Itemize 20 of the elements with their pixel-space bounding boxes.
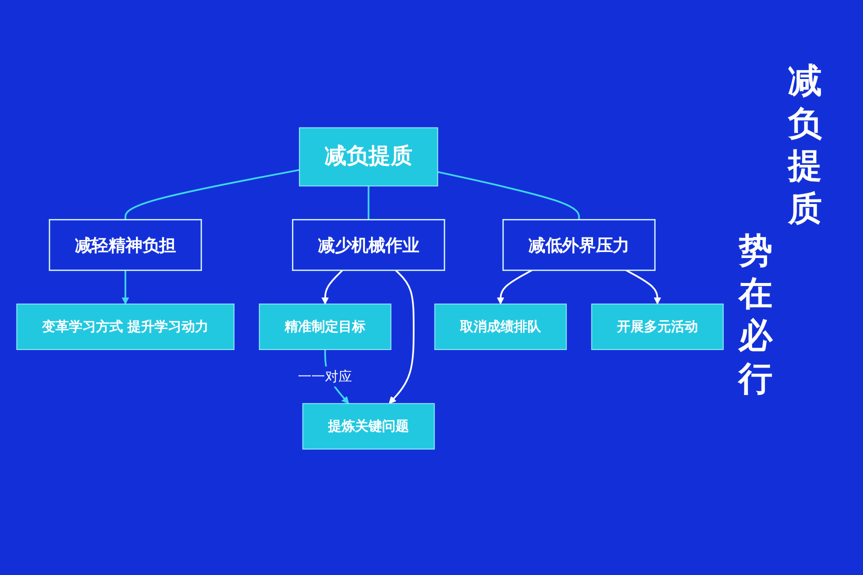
arrow bbox=[321, 269, 344, 304]
node-box: 开展多元活动 bbox=[591, 303, 724, 350]
connector bbox=[124, 168, 300, 220]
node-box: 取消成绩排队 bbox=[434, 303, 567, 350]
connector bbox=[368, 186, 370, 220]
arrow bbox=[496, 269, 532, 304]
node-box: 减轻精神负担 bbox=[48, 218, 202, 270]
arrow bbox=[122, 270, 130, 304]
arrow bbox=[388, 269, 415, 404]
connector bbox=[438, 170, 580, 220]
vertical-slogan: 势在必行 bbox=[738, 230, 774, 400]
node-box: 精准制定目标 bbox=[258, 303, 392, 350]
node-box: 减低外界压力 bbox=[502, 218, 656, 270]
node-box: 减少机械作业 bbox=[292, 218, 446, 270]
node-box: 提炼关键问题 bbox=[302, 402, 435, 450]
node-box: 变革学习方式 提升学习动力 bbox=[16, 303, 234, 350]
edge-label: 一一对应 bbox=[298, 368, 352, 384]
node-box: 减负提质 bbox=[298, 126, 438, 186]
arrow bbox=[626, 269, 662, 304]
vertical-slogan: 减负提质 bbox=[787, 60, 823, 230]
